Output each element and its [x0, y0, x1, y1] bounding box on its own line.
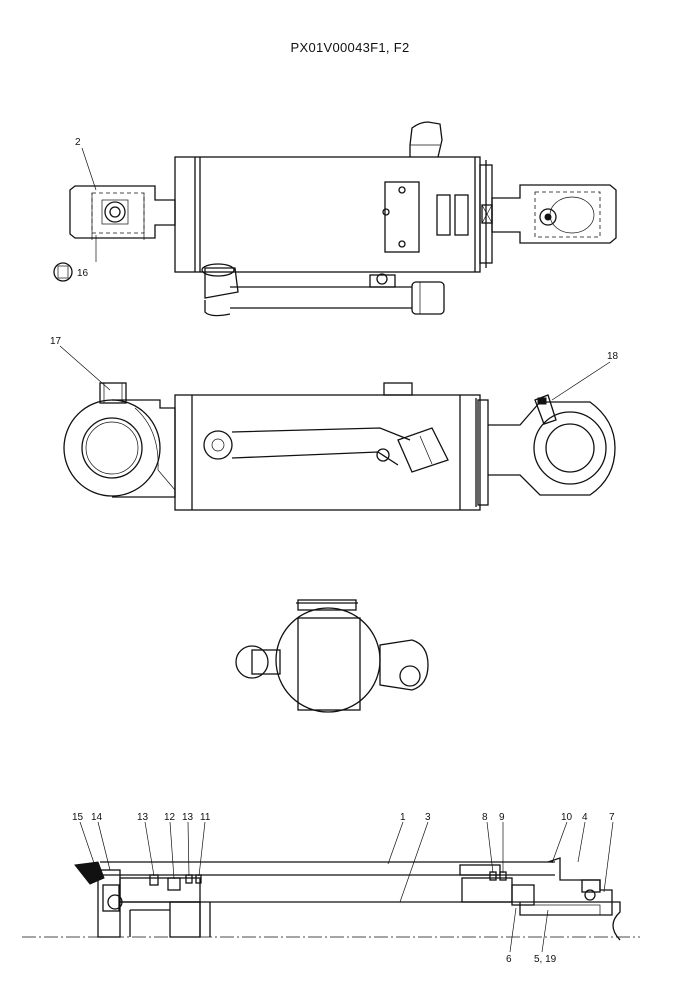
- callout-6: 6: [506, 954, 512, 965]
- callout-14: 14: [91, 812, 103, 823]
- callout-11: 11: [200, 812, 211, 823]
- callout-2: 2: [75, 137, 81, 148]
- callout-18: 18: [607, 351, 619, 362]
- callout-10: 10: [561, 812, 573, 823]
- callout-5-19: 5, 19: [534, 954, 557, 965]
- drawing-title: PX01V00043F1, F2: [290, 40, 410, 55]
- top-view: [53, 121, 617, 317]
- callout-13: 13: [137, 812, 149, 823]
- callout-12: 12: [164, 812, 176, 823]
- callout-4: 4: [582, 812, 588, 823]
- callout-15: 15: [72, 812, 84, 823]
- callout-16: 16: [77, 268, 89, 279]
- callout-1: 1: [400, 812, 406, 823]
- section-view: [22, 821, 640, 953]
- callout-13b: 13: [182, 812, 194, 823]
- end-view: [235, 599, 429, 713]
- callout-8: 8: [482, 812, 488, 823]
- side-view: [59, 345, 616, 511]
- callout-7: 7: [609, 812, 615, 823]
- callout-17: 17: [50, 336, 62, 347]
- callout-3: 3: [425, 812, 431, 823]
- callout-9: 9: [499, 812, 505, 823]
